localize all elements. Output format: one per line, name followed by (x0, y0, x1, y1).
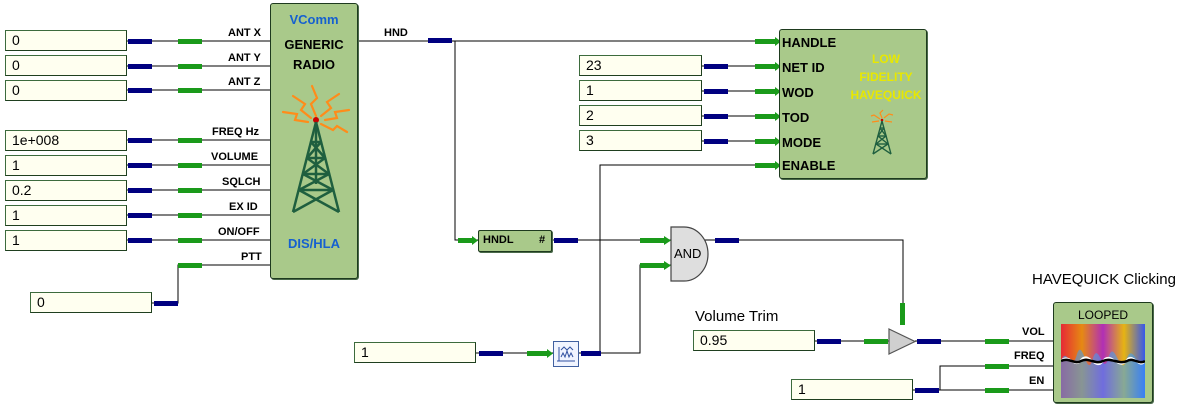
wod-field[interactable]: 1 (579, 80, 702, 101)
pin-squelch: SQLCH (222, 176, 261, 188)
pin-ex-id: EX ID (229, 201, 258, 213)
pin-ant-z: ANT Z (228, 76, 261, 88)
ant-y-field[interactable]: 0 (5, 55, 127, 76)
pin-on-off: ON/OFF (218, 226, 260, 238)
radio-footer-label: DIS/HLA (288, 236, 340, 251)
ptt-field[interactable]: 0 (30, 292, 152, 313)
waveform-spectrum-icon (1061, 324, 1145, 398)
generic-radio-block[interactable]: VComm GENERIC RADIO DIS/HLA (270, 3, 358, 279)
ant-x-field[interactable]: 0 (5, 30, 127, 51)
pin-en: EN (1029, 375, 1045, 387)
bottom-input-field[interactable]: 1 (354, 342, 476, 363)
and-gate-shape[interactable] (670, 226, 710, 282)
pin-ant-y: ANT Y (228, 52, 261, 64)
volume-trim-label: Volume Trim (695, 308, 779, 325)
volume-trim-field[interactable]: 0.95 (693, 330, 815, 351)
pin-freq: FREQ Hz (212, 126, 260, 138)
tod-field[interactable]: 2 (579, 105, 702, 126)
handle-block[interactable]: HNDL # (478, 230, 552, 252)
and-gate-label: AND (674, 246, 702, 261)
radio-vendor-label: VComm (289, 12, 339, 27)
amplifier-triangle-icon[interactable] (888, 328, 918, 356)
pin-mode: MODE (782, 135, 821, 150)
pin-wod: WOD (782, 85, 814, 100)
freq-field[interactable]: 1e+008 (5, 130, 127, 151)
pin-tod: TOD (782, 110, 810, 125)
pin-freq-audio: FREQ (1014, 350, 1045, 362)
pin-enable: ENABLE (782, 158, 836, 173)
mode-field[interactable]: 3 (579, 130, 702, 151)
pin-handle: HANDLE (782, 35, 837, 50)
pin-net-id: NET ID (782, 60, 825, 75)
on-off-field[interactable]: 1 (5, 230, 127, 251)
handle-block-symbol: # (539, 234, 546, 246)
pin-vol: VOL (1022, 326, 1045, 338)
pin-hnd-output: HND (384, 27, 408, 39)
player-title: HAVEQUICK Clicking (1032, 271, 1176, 288)
pin-ant-x: ANT X (228, 27, 261, 39)
audio-player-block[interactable]: LOOPED (1053, 302, 1153, 403)
net-id-field[interactable]: 23 (579, 55, 702, 76)
radio-title-line1: GENERIC (284, 37, 344, 52)
squelch-field[interactable]: 0.2 (5, 180, 127, 201)
player-status-label: LOOPED (1077, 308, 1128, 322)
hq-title-line3: HAVEQUICK (850, 88, 922, 102)
havequick-block[interactable]: HANDLE NET ID WOD TOD MODE ENABLE LOW FI… (779, 29, 927, 179)
radio-title-line2: RADIO (293, 57, 335, 72)
ant-z-field[interactable]: 0 (5, 80, 127, 101)
hq-title-line1: LOW (872, 52, 900, 66)
radio-tower-icon (281, 84, 351, 214)
ex-id-field[interactable]: 1 (5, 205, 127, 226)
pin-volume: VOLUME (211, 151, 259, 163)
handle-block-label: HNDL (483, 234, 514, 246)
radio-tower-icon (870, 109, 894, 155)
pin-ptt: PTT (241, 251, 262, 263)
filter-block-icon[interactable] (553, 341, 579, 367)
hq-title-line2: FIDELITY (859, 70, 913, 84)
volume-field[interactable]: 1 (5, 155, 127, 176)
en-field[interactable]: 1 (791, 379, 913, 400)
